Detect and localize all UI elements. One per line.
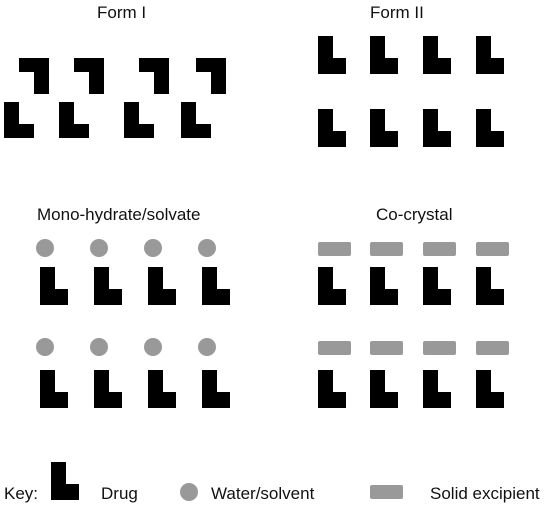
drug-molecule — [40, 267, 68, 305]
key-drug-label: Drug — [101, 484, 138, 503]
drug-molecule — [202, 370, 230, 408]
drug-molecule — [476, 36, 504, 74]
cocrystal-title: Co-crystal — [376, 205, 453, 224]
drug-molecule — [4, 102, 34, 138]
drug-molecule — [423, 267, 451, 305]
cocrystal-lattice — [318, 242, 509, 408]
water-molecule — [198, 338, 216, 356]
drug-molecule — [370, 370, 398, 408]
drug-molecule — [181, 102, 211, 138]
water-molecule — [90, 338, 108, 356]
water-molecule — [180, 483, 198, 501]
key-solid-label: Solid excipient — [430, 484, 540, 503]
excipient-molecule — [370, 485, 403, 499]
drug-molecule — [139, 58, 169, 94]
water-molecule — [144, 338, 162, 356]
drug-molecule — [94, 370, 122, 408]
drug-molecule — [423, 370, 451, 408]
drug-molecule — [423, 109, 451, 147]
water-molecule — [198, 239, 216, 257]
excipient-molecule — [370, 341, 403, 355]
excipient-molecule — [318, 341, 351, 355]
water-molecule — [144, 239, 162, 257]
drug-molecule — [370, 267, 398, 305]
form1-lattice — [4, 58, 226, 138]
drug-molecule — [318, 109, 346, 147]
drug-molecule — [59, 102, 89, 138]
hydrate-title: Mono-hydrate/solvate — [37, 205, 201, 224]
form1-title: Form I — [97, 3, 147, 22]
excipient-molecule — [476, 341, 509, 355]
hydrate-lattice — [36, 239, 230, 408]
key-title: Key: — [4, 484, 39, 503]
excipient-molecule — [423, 242, 456, 256]
excipient-molecule — [370, 242, 403, 256]
excipient-molecule — [318, 242, 351, 256]
drug-molecule — [370, 36, 398, 74]
drug-molecule — [318, 36, 346, 74]
drug-molecule — [19, 58, 49, 94]
drug-molecule — [196, 58, 226, 94]
drug-molecule — [40, 370, 68, 408]
water-molecule — [36, 338, 54, 356]
water-molecule — [36, 239, 54, 257]
key-symbols — [51, 462, 403, 501]
drug-molecule — [476, 370, 504, 408]
drug-molecule — [148, 370, 176, 408]
drug-molecule — [202, 267, 230, 305]
drug-molecule — [94, 267, 122, 305]
drug-molecule — [423, 36, 451, 74]
drug-molecule — [74, 58, 104, 94]
form2-lattice — [318, 36, 504, 147]
key-water-label: Water/solvent — [211, 484, 315, 503]
excipient-molecule — [423, 341, 456, 355]
drug-molecule — [476, 267, 504, 305]
drug-molecule — [318, 370, 346, 408]
drug-molecule — [148, 267, 176, 305]
drug-molecule — [124, 102, 154, 138]
drug-molecule — [51, 462, 79, 500]
drug-molecule — [476, 109, 504, 147]
water-molecule — [90, 239, 108, 257]
form2-title: Form II — [370, 3, 424, 22]
drug-molecule — [318, 267, 346, 305]
excipient-molecule — [476, 242, 509, 256]
drug-molecule — [370, 109, 398, 147]
